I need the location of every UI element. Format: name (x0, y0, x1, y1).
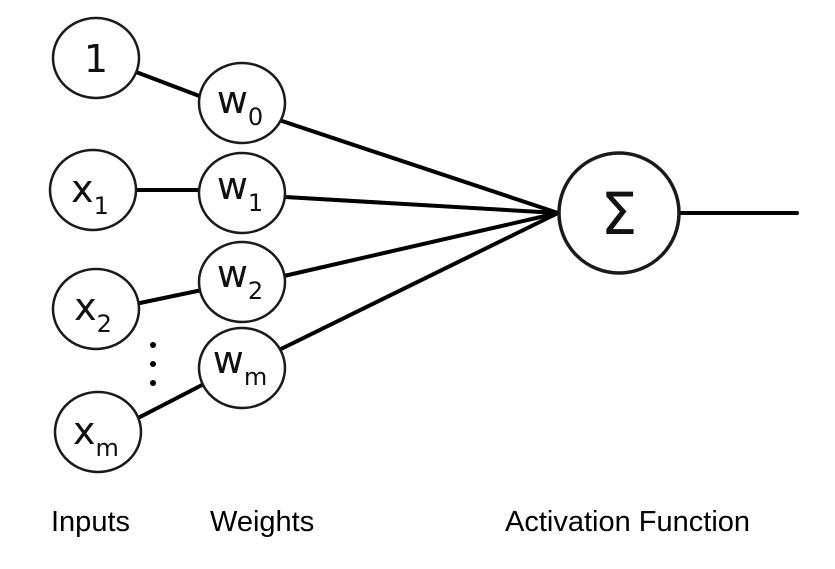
sigma-icon: Σ (601, 180, 638, 248)
input-node-x2: x2 (51, 267, 141, 351)
input-node-bias: 1 (51, 16, 141, 100)
weight-label: w (217, 78, 248, 122)
input-label: x (73, 409, 96, 453)
caption-inputs: Inputs (51, 506, 130, 538)
edge-input-1-w0 (134, 70, 204, 99)
weight-label: w (217, 164, 248, 208)
weight-label: w (213, 338, 244, 382)
svg-text:1: 1 (84, 37, 108, 81)
ellipsis-dots (150, 342, 156, 386)
edge-x2-w2 (138, 288, 204, 305)
input-label: 1 (84, 37, 108, 81)
input-subscript: 1 (94, 192, 109, 220)
weight-node-wm: wm (197, 326, 287, 410)
input-label: x (71, 167, 94, 211)
summation-node: Σ (557, 151, 681, 275)
svg-text:xm: xm (73, 409, 119, 462)
edge-w0-sum (280, 119, 560, 215)
weight-node-w2: w2 (197, 240, 287, 324)
svg-text:w0: w0 (217, 78, 263, 131)
svg-text:x2: x2 (74, 285, 112, 338)
svg-text:w1: w1 (217, 164, 263, 217)
svg-text:wm: wm (213, 338, 267, 391)
caption-weights: Weights (210, 506, 315, 538)
caption-activation-function: Activation Function (505, 506, 751, 538)
edge-xm-wm (138, 382, 206, 419)
edge-w1-sum (283, 195, 560, 215)
input-subscript: 2 (97, 310, 112, 338)
weight-subscript: 2 (248, 277, 263, 305)
weight-subscript: 0 (248, 103, 263, 131)
input-label: x (74, 285, 97, 329)
edge-wm-sum (279, 211, 560, 351)
weight-subscript: 1 (248, 189, 263, 217)
weight-subscript: m (244, 363, 267, 391)
svg-text:w2: w2 (217, 252, 263, 305)
input-subscript: m (96, 434, 119, 462)
weight-node-w0: w0 (197, 61, 287, 145)
weight-label: w (217, 252, 248, 296)
weight-node-w1: w1 (197, 151, 287, 235)
edge-w2-sum (282, 211, 560, 278)
input-node-xm: xm (53, 390, 143, 474)
input-node-x1: x1 (48, 148, 138, 232)
svg-text:x1: x1 (71, 167, 109, 220)
